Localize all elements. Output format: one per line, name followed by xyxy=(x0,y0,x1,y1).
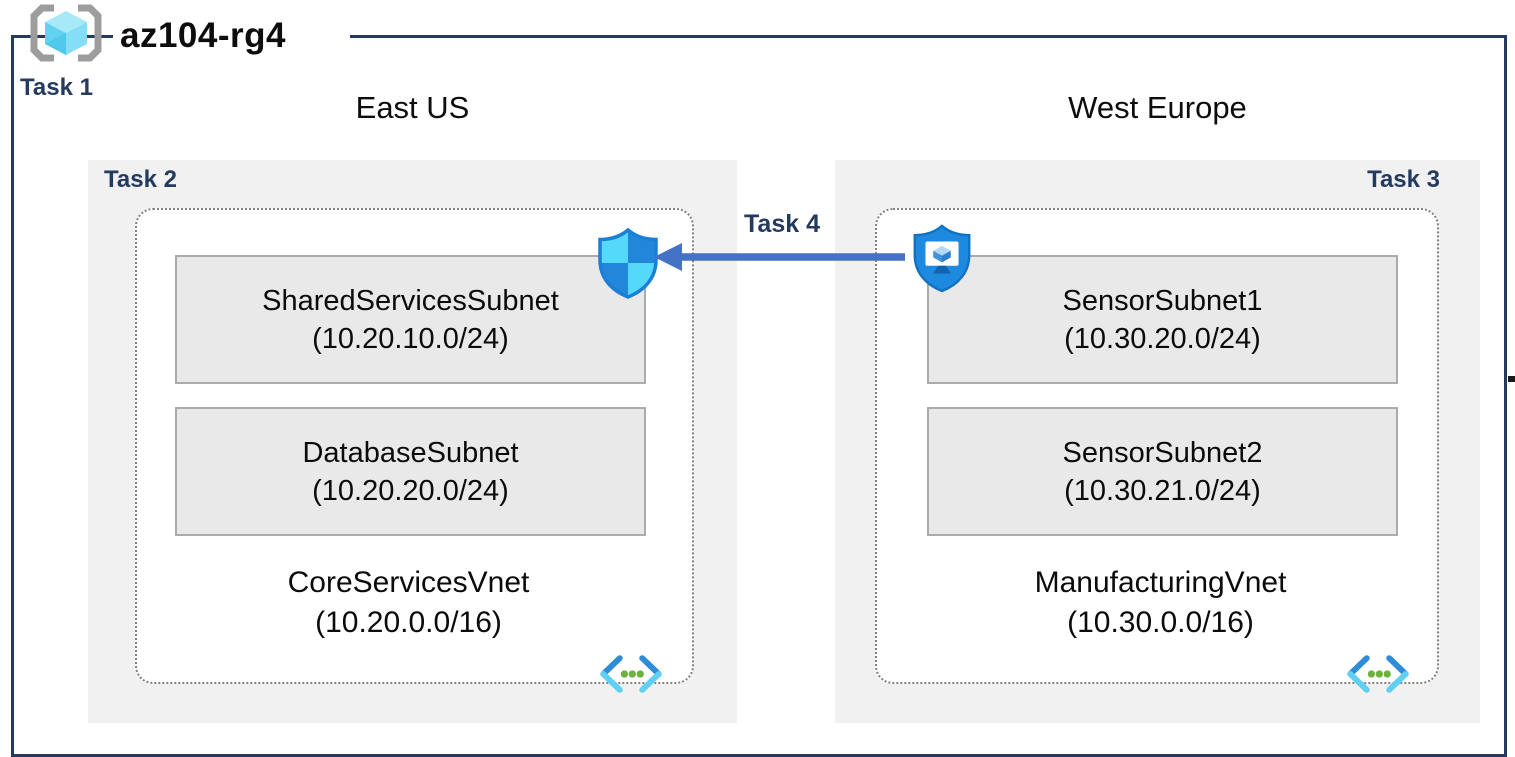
subnet-cidr: (10.30.20.0/24) xyxy=(1064,322,1261,355)
vnet-label-manufacturingvnet: ManufacturingVnet (10.30.0.0/16) xyxy=(927,563,1394,643)
subnet-name: SensorSubnet2 xyxy=(1062,436,1263,469)
task1-label: Task 1 xyxy=(20,74,93,101)
application-security-group-shield-icon xyxy=(913,224,971,293)
vnet-label-coreservicesvnet: CoreServicesVnet (10.20.0.0/16) xyxy=(175,563,642,643)
subnet-cidr: (10.20.10.0/24) xyxy=(312,322,509,355)
subnet-name: SharedServicesSubnet xyxy=(262,284,559,317)
resource-group-title: az104-rg4 xyxy=(120,16,286,55)
resource-group-title-mask xyxy=(113,12,350,58)
peering-arrow xyxy=(654,243,905,271)
subnet-sharedservicessubnet: SharedServicesSubnet (10.20.10.0/24) xyxy=(175,255,646,384)
subnet-sensorsubnet2: SensorSubnet2 (10.30.21.0/24) xyxy=(927,407,1398,536)
network-security-group-shield-icon xyxy=(598,227,658,299)
vnet-name-text: CoreServicesVnet xyxy=(287,566,530,599)
subnet-databasesubnet: DatabaseSubnet (10.20.20.0/24) xyxy=(175,407,646,536)
vnet-cidr-text: (10.20.0.0/16) xyxy=(315,606,502,639)
task2-label: Task 2 xyxy=(104,166,177,193)
subnet-sensorsubnet1: SensorSubnet1 (10.30.20.0/24) xyxy=(927,255,1398,384)
edge-dash-mark xyxy=(1508,376,1515,382)
task4-label: Task 4 xyxy=(744,210,820,238)
resource-group-border xyxy=(11,35,1507,757)
subnet-name: SensorSubnet1 xyxy=(1062,284,1263,317)
subnet-cidr: (10.20.20.0/24) xyxy=(312,474,509,507)
resource-group-icon xyxy=(30,4,102,62)
virtual-network-icon xyxy=(1347,655,1409,693)
vnet-name-text: ManufacturingVnet xyxy=(1034,566,1287,599)
vnet-cidr-text: (10.30.0.0/16) xyxy=(1067,606,1254,639)
subnet-cidr: (10.30.21.0/24) xyxy=(1064,474,1261,507)
region-label-east-us: East US xyxy=(355,90,470,125)
virtual-network-icon xyxy=(600,655,662,693)
region-label-west-europe: West Europe xyxy=(1068,90,1247,125)
task3-label: Task 3 xyxy=(1367,166,1440,193)
subnet-name: DatabaseSubnet xyxy=(302,436,519,469)
